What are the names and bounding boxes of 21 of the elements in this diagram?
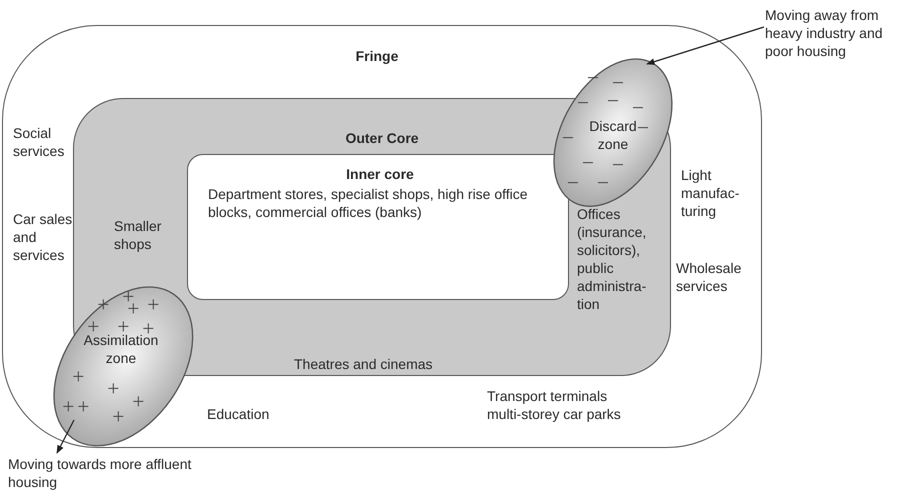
zone-label: Department stores, specialist shops, high rise office blocks, commercial offices (banks)	[208, 185, 529, 221]
annotation-text: Moving towards more affluent housing	[8, 455, 208, 491]
zone-title: Fringe	[354, 47, 400, 65]
inner-core-box	[187, 154, 569, 300]
arrow	[56, 420, 75, 454]
zone-title: Discard zone	[588, 116, 638, 153]
zone-label: Light manufac-turing	[681, 166, 740, 220]
zone-label: Transport terminals multi-storey car parks	[487, 387, 622, 423]
zone-label: Education	[207, 405, 270, 423]
zone-label: Social services	[13, 124, 66, 160]
zone-title: Assimilation zone	[82, 330, 160, 367]
arrow	[646, 26, 764, 65]
zone-label: Offices (insurance, solicitors), public administra-tion	[577, 205, 648, 313]
zone-title: Inner core	[345, 165, 415, 183]
annotation-text: Moving away from heavy industry and poor housing	[765, 6, 897, 60]
zone-title: Outer Core	[344, 129, 420, 147]
zone-label: Wholesale services	[676, 259, 742, 295]
zone-label: Car sales and services	[13, 210, 74, 264]
fringe-zone-area	[2, 25, 762, 448]
zone-label: Smaller shops	[114, 217, 162, 253]
zone-label: Theatres and cinemas	[294, 355, 434, 373]
